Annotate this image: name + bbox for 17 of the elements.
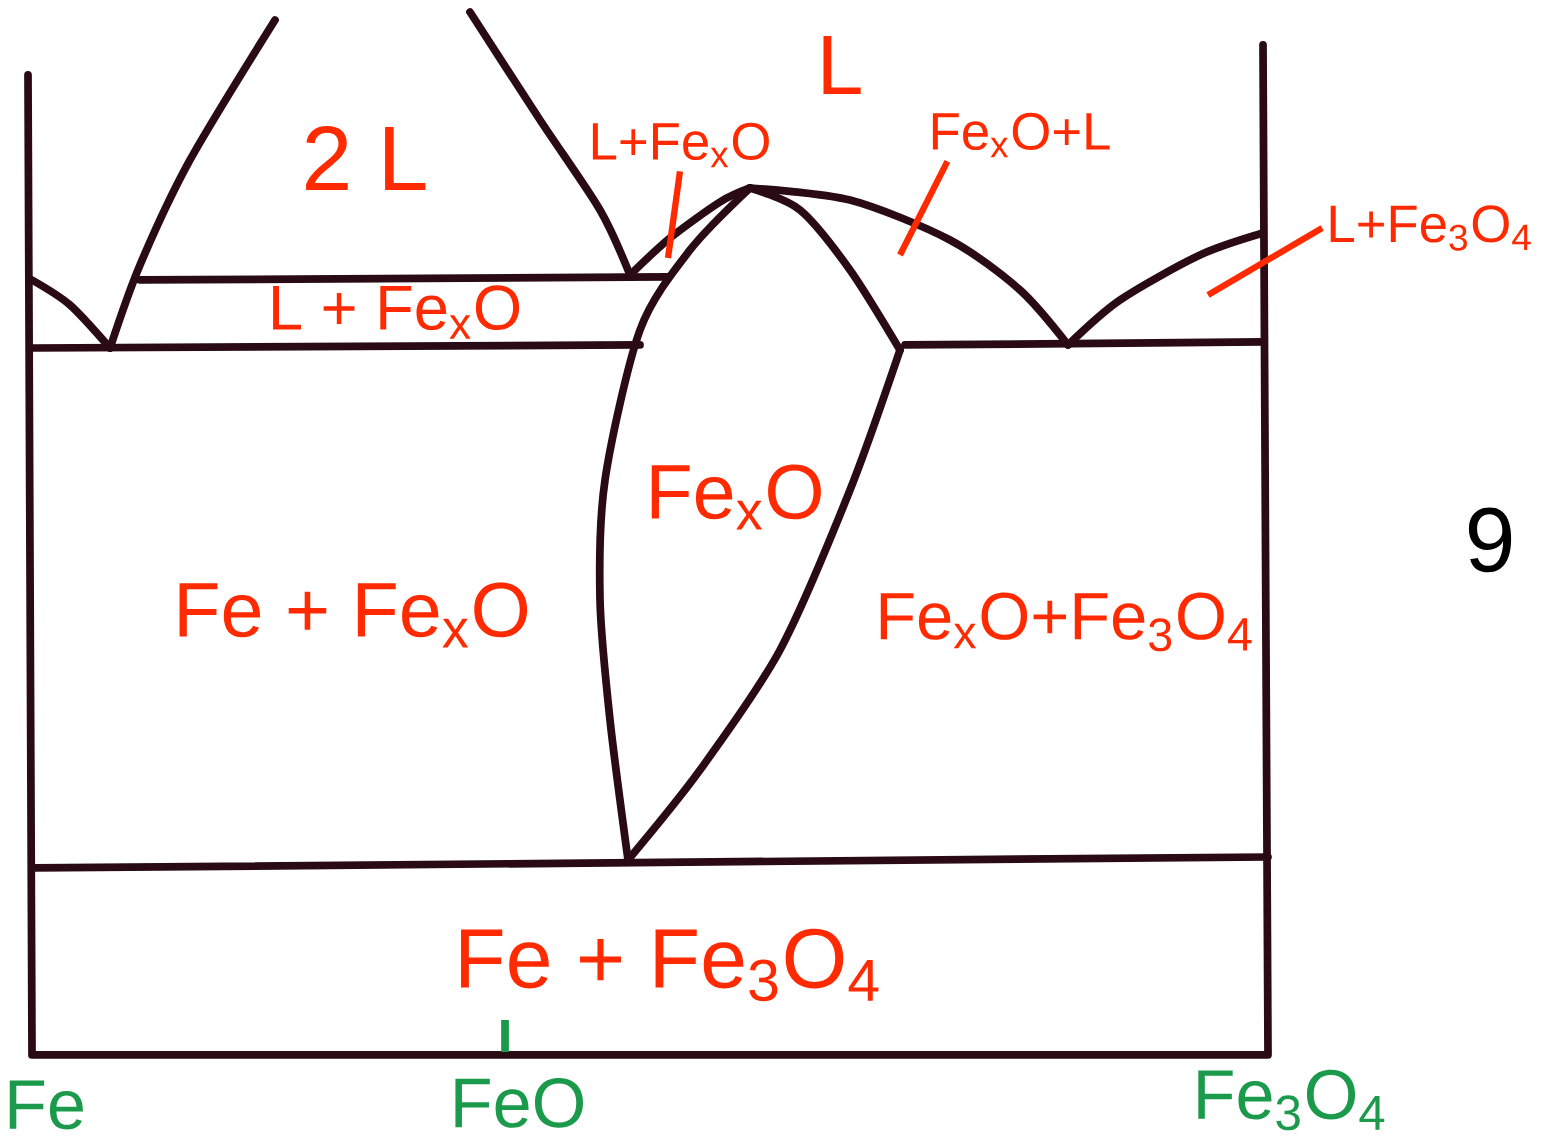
phase-label: L + Fe$_{x}$O	[273, 285, 520, 339]
leader-text: Fe$_{x}$O+L	[932, 112, 1110, 158]
phase-label: Fe$_{x}$O+Fe$_{3}$O$_{4}$	[880, 592, 1252, 652]
leader-line	[897, 160, 951, 257]
axis-label: Fe	[9, 1080, 83, 1130]
phase-label: L	[823, 35, 861, 94]
phase-label: Fe + Fe$_{3}$O$_{4}$	[461, 928, 879, 1002]
leader-text: L+Fe$_{3}$O$_{4}$	[1330, 205, 1531, 251]
leader-line	[1206, 225, 1324, 298]
axis-label: Fe$_{3}$O$_{4}$	[1198, 1069, 1385, 1131]
leader-text: L+Fe$_{x}$O	[592, 122, 769, 168]
leader-line	[664, 170, 684, 259]
phase-label: Fe$_{x}$O	[651, 464, 821, 530]
page-number: 9	[1468, 507, 1512, 573]
phase-label: 2 L	[306, 126, 426, 190]
phase-label: Fe + Fe$_{x}$O	[179, 582, 528, 648]
axis-label: FeO	[455, 1078, 583, 1128]
